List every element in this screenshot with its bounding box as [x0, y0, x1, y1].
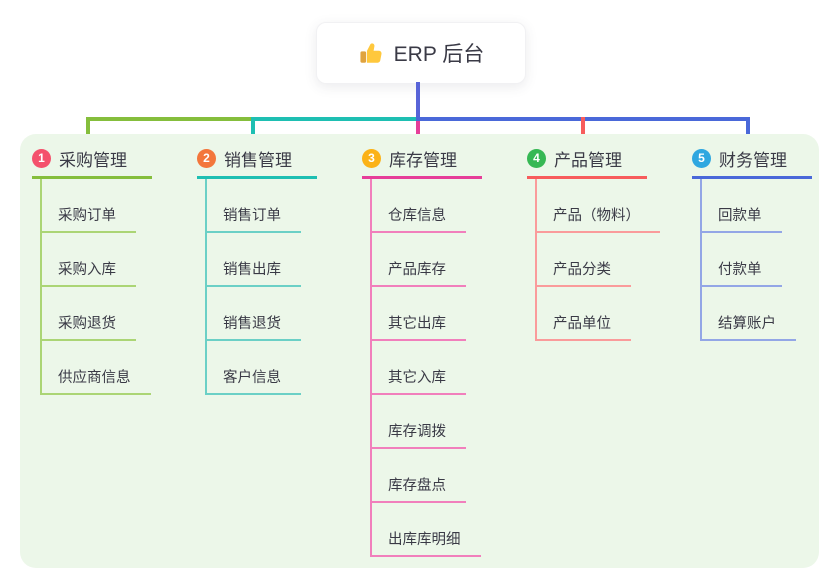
child-node[interactable]: 客户信息: [207, 341, 347, 395]
thumbs-up-icon: [358, 40, 384, 66]
child-node[interactable]: 产品分类: [537, 233, 677, 287]
child-label: 产品（物料）: [537, 204, 660, 233]
branch-label: 销售管理: [224, 151, 292, 170]
child-label: 付款单: [702, 258, 782, 287]
branch-children: 销售订单销售出库销售退货客户信息: [205, 179, 347, 395]
branches-panel: [20, 134, 819, 568]
child-label: 产品库存: [372, 258, 466, 287]
connector-drop-sales: [251, 117, 255, 144]
branch-header-product[interactable]: 4 产品管理: [527, 146, 647, 179]
child-node[interactable]: 销售退货: [207, 287, 347, 341]
child-node[interactable]: 付款单: [702, 233, 839, 287]
connector-drop-product: [581, 117, 585, 144]
branch-header-finance[interactable]: 5 财务管理: [692, 146, 812, 179]
child-node[interactable]: 库存盘点: [372, 449, 512, 503]
child-node[interactable]: 结算账户: [702, 287, 839, 341]
child-node[interactable]: 产品库存: [372, 233, 512, 287]
root-label: ERP 后台: [393, 43, 485, 66]
child-label: 销售订单: [207, 204, 301, 233]
child-node[interactable]: 采购退货: [42, 287, 182, 341]
child-node[interactable]: 销售出库: [207, 233, 347, 287]
branch-label: 产品管理: [554, 151, 622, 170]
child-node[interactable]: 其它入库: [372, 341, 512, 395]
connector-root-line: [416, 82, 420, 121]
child-label: 其它入库: [372, 366, 466, 395]
child-label: 销售出库: [207, 258, 301, 287]
branch-children: 产品（物料） 产品分类产品单位: [535, 179, 677, 341]
branch-header-purchase[interactable]: 1 采购管理: [32, 146, 152, 179]
child-label: 出库库明细: [372, 528, 481, 557]
branch-purchase: 1 采购管理 采购订单采购入库采购退货供应商信息: [32, 146, 182, 395]
child-label: 销售退货: [207, 312, 301, 341]
branch-number-badge: 1: [32, 149, 51, 168]
child-node[interactable]: 出库库明细: [372, 503, 512, 557]
child-label: 库存盘点: [372, 474, 466, 503]
branch-finance: 5 财务管理 回款单付款单结算账户: [692, 146, 839, 341]
branch-number-badge: 2: [197, 149, 216, 168]
child-label: 结算账户: [702, 312, 796, 341]
branch-sales: 2 销售管理 销售订单销售出库销售退货客户信息: [197, 146, 347, 395]
branch-label: 采购管理: [59, 151, 127, 170]
connector-h-purchase: [86, 117, 255, 121]
child-label: 采购订单: [42, 204, 136, 233]
child-node[interactable]: 销售订单: [207, 179, 347, 233]
child-node[interactable]: 其它出库: [372, 287, 512, 341]
branch-label: 财务管理: [719, 151, 787, 170]
child-node[interactable]: 产品（物料）: [537, 179, 677, 233]
child-node[interactable]: 回款单: [702, 179, 839, 233]
child-node[interactable]: 仓库信息: [372, 179, 512, 233]
child-node[interactable]: 产品单位: [537, 287, 677, 341]
child-label: 采购退货: [42, 312, 136, 341]
root-node[interactable]: ERP 后台: [316, 22, 526, 84]
child-node[interactable]: 采购订单: [42, 179, 182, 233]
branch-number-badge: 4: [527, 149, 546, 168]
connector-drop-inventory: [416, 121, 420, 144]
connector-drop-finance: [746, 117, 750, 144]
branch-number-badge: 3: [362, 149, 381, 168]
branch-product: 4 产品管理 产品（物料） 产品分类产品单位: [527, 146, 677, 341]
branch-header-sales[interactable]: 2 销售管理: [197, 146, 317, 179]
child-label: 客户信息: [207, 366, 301, 395]
child-node[interactable]: 供应商信息: [42, 341, 182, 395]
connector-drop-purchase: [86, 117, 90, 144]
child-label: 仓库信息: [372, 204, 466, 233]
child-node[interactable]: 库存调拨: [372, 395, 512, 449]
branch-children: 采购订单采购入库采购退货供应商信息: [40, 179, 182, 395]
branch-number-badge: 5: [692, 149, 711, 168]
child-node[interactable]: 采购入库: [42, 233, 182, 287]
branch-label: 库存管理: [389, 151, 457, 170]
child-label: 供应商信息: [42, 366, 151, 395]
branch-children: 回款单付款单结算账户: [700, 179, 839, 341]
child-label: 产品单位: [537, 312, 631, 341]
child-label: 库存调拨: [372, 420, 466, 449]
branch-inventory: 3 库存管理 仓库信息产品库存其它出库其它入库库存调拨库存盘点出库库明细: [362, 146, 512, 557]
branch-header-inventory[interactable]: 3 库存管理: [362, 146, 482, 179]
connector-h-sales: [251, 117, 420, 121]
branch-children: 仓库信息产品库存其它出库其它入库库存调拨库存盘点出库库明细: [370, 179, 512, 557]
child-label: 其它出库: [372, 312, 466, 341]
child-label: 采购入库: [42, 258, 136, 287]
child-label: 产品分类: [537, 258, 631, 287]
child-label: 回款单: [702, 204, 782, 233]
